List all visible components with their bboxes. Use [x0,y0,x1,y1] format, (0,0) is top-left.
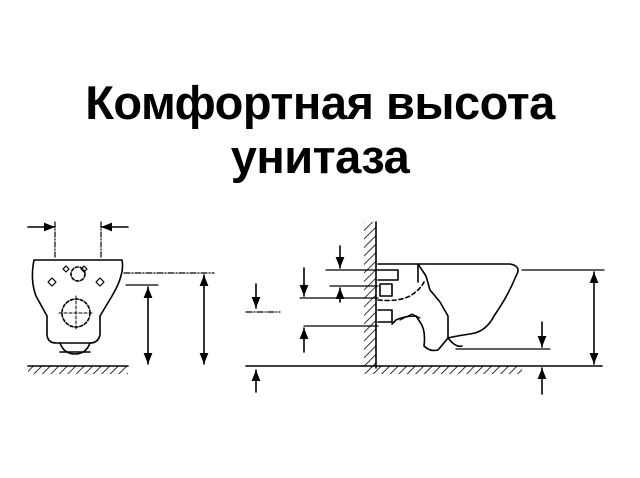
mounting-studs [47,265,105,287]
title-line-1: Комфортная высота [85,76,555,129]
bowl-front-outline [31,259,124,344]
toilet-side-view [245,221,605,395]
page-title: Комфортная высота унитаза [0,76,640,184]
bowl-front-foot [59,342,91,355]
title-line-2: унитаза [230,130,410,183]
toilet-front-view [27,221,215,374]
floor-hatch-front [28,366,128,374]
bowl-side-outline [391,263,519,352]
floor-hatch-side [364,366,522,374]
wall-hatch [364,222,376,368]
flush-pipe [377,269,399,281]
drain-pipe-dashed [377,281,425,302]
inlet-upper [70,266,86,282]
